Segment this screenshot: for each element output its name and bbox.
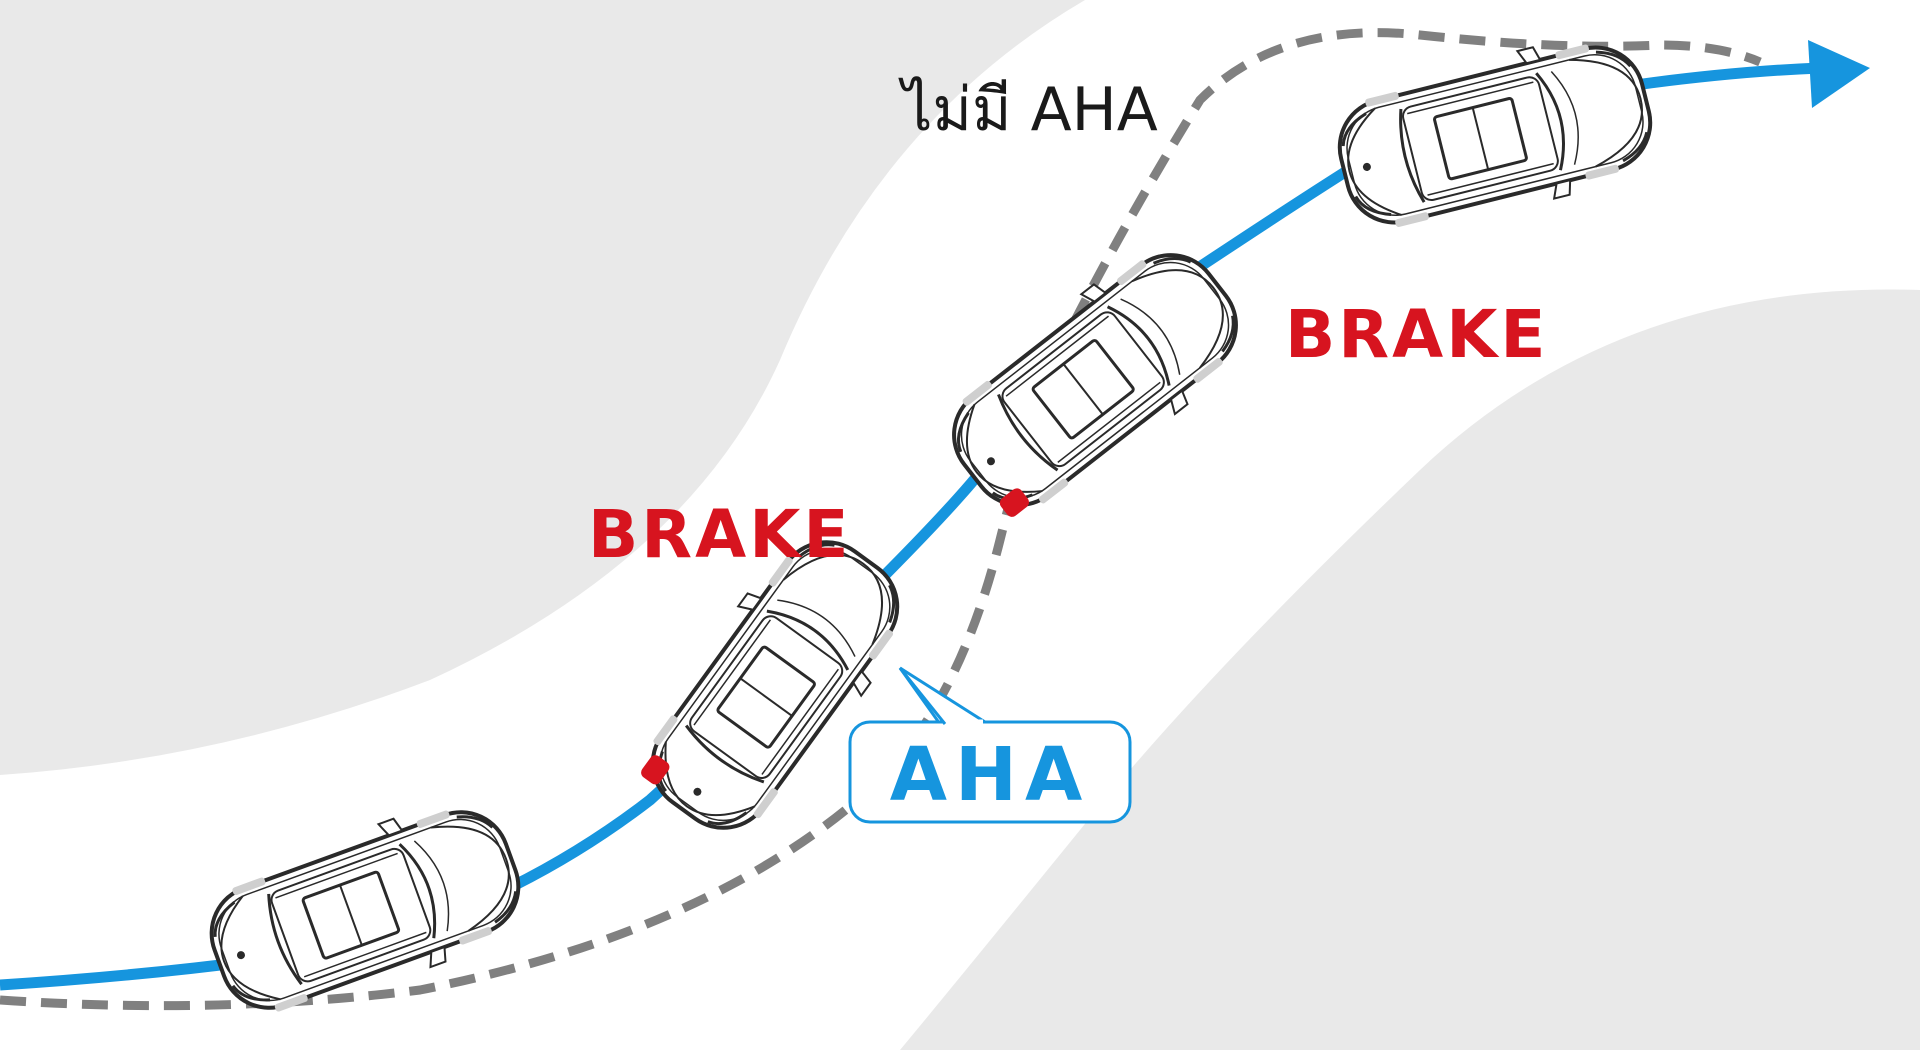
callout-box — [848, 720, 1132, 824]
car-top-view-icon — [622, 515, 927, 855]
car-top-view-icon — [924, 222, 1266, 538]
car-top-view-icon — [191, 783, 539, 1037]
aha-callout: AHA — [848, 666, 1132, 824]
road-shoulder-top-left — [0, 0, 1085, 775]
aha-callout-label: AHA — [890, 732, 1090, 818]
car-top-view-icon — [1324, 21, 1666, 249]
without-aha-label: ไม่มี AHA — [898, 75, 1158, 145]
arrow-head-icon — [1808, 40, 1870, 108]
brake-light-right — [999, 488, 1029, 517]
road-shoulder-bottom-right — [900, 289, 1920, 1050]
brake-light-left — [641, 755, 670, 785]
brake-label-2: BRAKE — [1285, 296, 1548, 373]
no-aha-path — [0, 28, 1762, 1011]
brake-label-1: BRAKE — [588, 496, 851, 573]
